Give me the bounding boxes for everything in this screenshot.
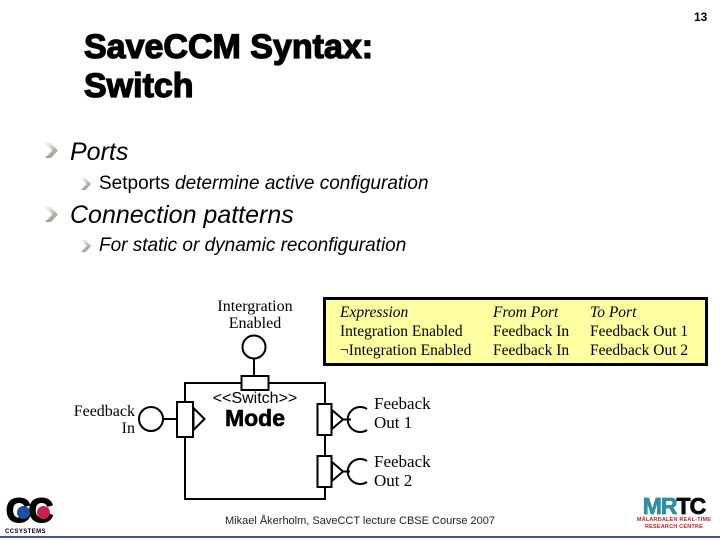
input-ball: [138, 406, 164, 432]
mrtc-logo: MRTC MÄLARDALEN REAL-TIME RESEARCH CENTR…: [632, 493, 716, 530]
table-cell: Feedback In: [493, 323, 570, 340]
mrtc-wordmark: MRTC: [632, 493, 716, 519]
output2-socket-arc: [346, 458, 368, 485]
bullet-item-setports: Setports determine active configuration: [99, 174, 429, 194]
table-header-to-port: To Port: [590, 304, 637, 321]
mrtc-subtitle-line1: MÄLARDALEN REAL-TIME: [636, 517, 712, 523]
input-port-triangle: [192, 405, 206, 433]
component-stereotype: <<Switch>>: [212, 390, 298, 407]
table-cell: Integration Enabled: [340, 323, 463, 340]
page-number: 13: [694, 10, 708, 24]
output1-socket-arc: [346, 406, 368, 433]
input-port-label: Feedback In: [55, 403, 135, 437]
table-header-expression: Expression: [340, 304, 409, 321]
output2-port-rect: [316, 455, 333, 488]
output1-label-line2: Out 1: [374, 413, 413, 432]
top-port-label: Intergration Enabled: [195, 298, 315, 332]
output1-port-triangle: [331, 407, 345, 432]
bottom-rule: [0, 536, 720, 538]
slide-title-line1: SaveCCM Syntax:: [83, 27, 374, 66]
bullet-item-ports: Ports: [70, 138, 129, 166]
output2-label: Feeback Out 2: [374, 452, 431, 490]
bullet-item-reconfiguration: For static or dynamic reconfiguration: [99, 235, 407, 256]
bullet-lead-text: Setports: [99, 173, 176, 194]
ccsystems-wordmark: CCSYSTEMS: [5, 529, 46, 535]
slide-title: SaveCCM Syntax: Switch: [83, 27, 374, 106]
bullet-item-connection-patterns: Connection patterns: [70, 201, 294, 229]
mrtc-subtitle-line2: RESEARCH CENTRE: [644, 523, 703, 530]
table-cell: Feedback Out 2: [590, 342, 689, 359]
ccsystems-blue-dot-icon: [17, 506, 30, 519]
top-port-rect: [240, 375, 270, 391]
output2-label-line1: Feeback: [374, 452, 431, 471]
output1-label: Feeback Out 1: [374, 394, 431, 432]
input-port-label-line2: In: [121, 420, 135, 437]
table-cell: Feedback Out 1: [590, 323, 689, 340]
component-name: Mode: [224, 405, 286, 432]
output2-port-triangle: [331, 459, 345, 484]
bullet-rest-text: determine active configuration: [175, 173, 429, 194]
output1-label-line1: Feeback: [374, 394, 431, 413]
table-header-from-port: From Port: [493, 304, 559, 321]
connection-pattern-table: Expression From Port To Port Integration…: [323, 297, 708, 366]
mrtc-letters-tc: TC: [676, 493, 706, 519]
mrtc-letters-mr: MR: [642, 493, 678, 519]
table-cell: ¬Integration Enabled: [340, 342, 472, 359]
top-port-label-line2: Enabled: [228, 315, 282, 332]
ccsystems-red-dot-icon: [37, 506, 50, 519]
top-port-label-line1: Intergration: [217, 298, 293, 315]
top-port-ball: [241, 334, 267, 360]
footer-credit: Mikael Åkerholm, SaveCCT lecture CBSE Co…: [224, 515, 496, 527]
table-cell: Feedback In: [493, 342, 570, 359]
slide-title-line2: Switch: [83, 66, 194, 105]
component-box: [184, 382, 326, 500]
ccsystems-logo: CC: [5, 492, 66, 531]
input-port-label-line1: Feedback: [73, 403, 135, 420]
output2-label-line2: Out 2: [374, 471, 413, 490]
